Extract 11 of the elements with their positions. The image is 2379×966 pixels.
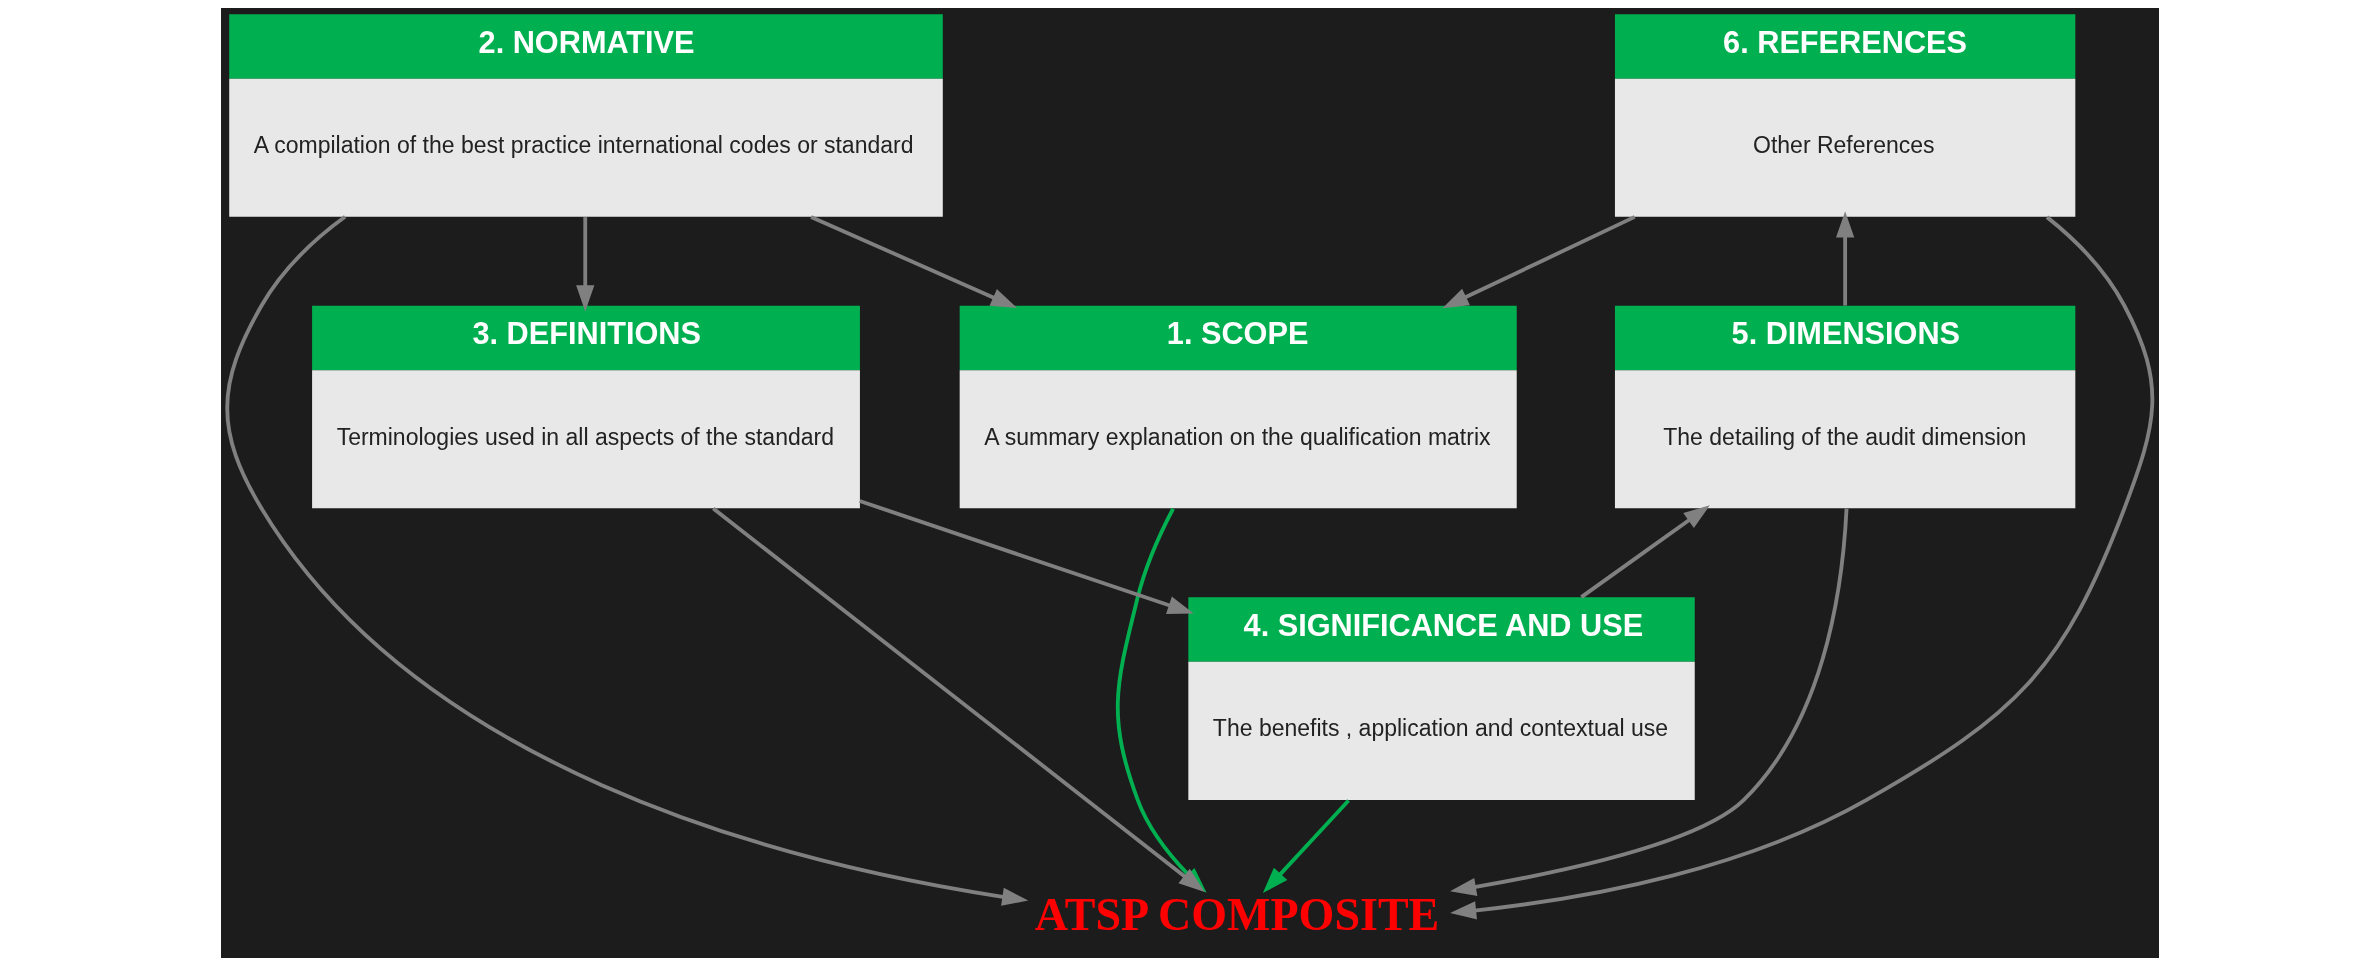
- arrow: [1449, 215, 2154, 920]
- arrow: [1441, 215, 1636, 309]
- arrow: [1835, 211, 1854, 306]
- arrow: [858, 499, 1194, 614]
- arrow: [575, 217, 594, 312]
- arrow: [1579, 505, 1710, 599]
- arrow: [1449, 508, 1848, 896]
- node-text: ATSP COMPOSITE: [1034, 889, 1439, 941]
- arrow: [225, 215, 1028, 906]
- arrow: [1262, 799, 1350, 894]
- arrow: [809, 215, 1017, 309]
